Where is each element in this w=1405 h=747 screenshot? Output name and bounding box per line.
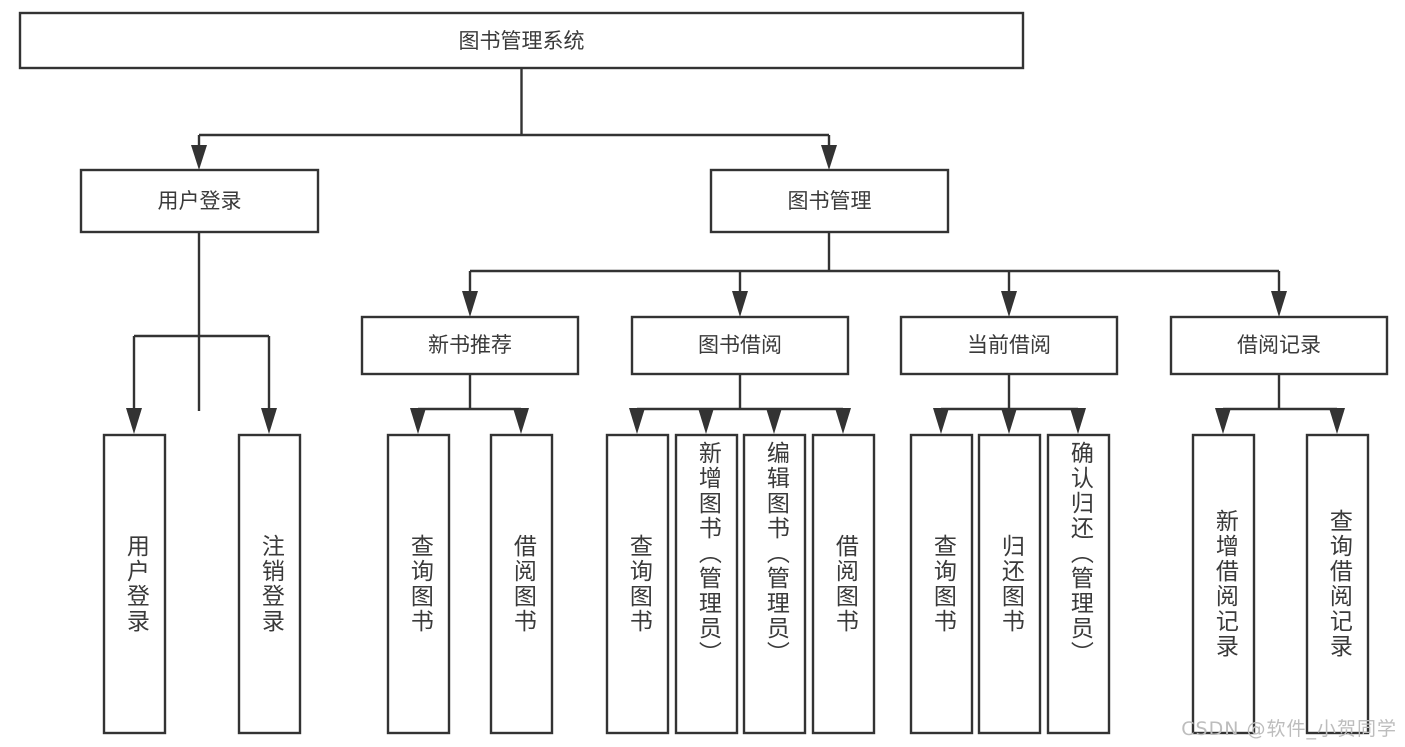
node-leaf-query-book-1-box[interactable] bbox=[386, 433, 451, 735]
node-leaf-edit-book-box[interactable] bbox=[742, 433, 807, 735]
node-leaf-user-logout-box[interactable] bbox=[237, 433, 302, 735]
node-new-book-recommend-box[interactable] bbox=[360, 315, 580, 376]
node-book-borrow-box[interactable] bbox=[630, 315, 850, 376]
arrowhead-leaf-borrow-book-1 bbox=[513, 408, 529, 434]
node-leaf-confirm-return-box[interactable] bbox=[1046, 433, 1111, 735]
arrowhead-leaf-query-record bbox=[1329, 408, 1345, 434]
node-user-login[interactable]: 用户登录 bbox=[79, 168, 320, 234]
connector-group bbox=[126, 68, 1345, 434]
node-root[interactable]: 图书管理系统 bbox=[18, 11, 1025, 70]
node-leaf-query-book-2-box[interactable] bbox=[605, 433, 670, 735]
node-book-manage-box[interactable] bbox=[709, 168, 950, 234]
arrowhead-leaf-add-record bbox=[1215, 408, 1231, 434]
node-user-login-box[interactable] bbox=[79, 168, 320, 234]
node-book-borrow-label: 图书借阅 bbox=[698, 333, 782, 357]
node-leaf-return-book-box[interactable] bbox=[977, 433, 1042, 735]
node-new-book-recommend-label: 新书推荐 bbox=[428, 333, 512, 357]
node-current-borrow-box[interactable] bbox=[899, 315, 1119, 376]
node-root-box[interactable] bbox=[18, 11, 1025, 70]
node-leaf-add-book-box[interactable] bbox=[674, 433, 739, 735]
arrowhead-leaf-edit-book bbox=[766, 408, 782, 434]
node-book-manage[interactable]: 图书管理 bbox=[709, 168, 950, 234]
arrowhead-new-book-recommend bbox=[462, 291, 478, 317]
node-user-login-label: 用户登录 bbox=[158, 189, 242, 213]
arrowhead-borrow-record bbox=[1271, 291, 1287, 317]
arrowhead-leaf-add-book bbox=[698, 408, 714, 434]
node-book-borrow[interactable]: 图书借阅 bbox=[630, 315, 850, 376]
node-leaf-borrow-book-2-box[interactable] bbox=[811, 433, 876, 735]
node-leaf-borrow-book-1-box[interactable] bbox=[489, 433, 554, 735]
node-borrow-record[interactable]: 借阅记录 bbox=[1169, 315, 1389, 376]
arrowhead-leaf-user-login bbox=[126, 408, 142, 434]
node-leaf-user-login-box[interactable] bbox=[102, 433, 167, 735]
arrowhead-leaf-return-book bbox=[1001, 408, 1017, 434]
node-new-book-recommend[interactable]: 新书推荐 bbox=[360, 315, 580, 376]
arrowhead-leaf-query-book-3 bbox=[933, 408, 949, 434]
leaf-box-group bbox=[102, 433, 1370, 735]
node-current-borrow[interactable]: 当前借阅 bbox=[899, 315, 1119, 376]
node-book-manage-label: 图书管理 bbox=[788, 189, 872, 213]
node-leaf-query-record-box[interactable] bbox=[1305, 433, 1370, 735]
arrowhead-user-login bbox=[191, 145, 207, 170]
arrowhead-book-manage bbox=[821, 145, 837, 170]
arrowhead-current-borrow bbox=[1001, 291, 1017, 317]
arrowhead-leaf-borrow-book-2 bbox=[835, 408, 851, 434]
node-root-label: 图书管理系统 bbox=[459, 29, 585, 53]
arrowhead-book-borrow bbox=[732, 291, 748, 317]
node-current-borrow-label: 当前借阅 bbox=[967, 333, 1051, 357]
node-leaf-query-book-3-box[interactable] bbox=[909, 433, 974, 735]
arrowhead-leaf-confirm-return bbox=[1070, 408, 1086, 434]
node-borrow-record-label: 借阅记录 bbox=[1237, 333, 1321, 357]
arrowhead-leaf-user-logout bbox=[261, 408, 277, 434]
node-borrow-record-box[interactable] bbox=[1169, 315, 1389, 376]
arrowhead-leaf-query-book-2 bbox=[629, 408, 645, 434]
node-leaf-add-record-box[interactable] bbox=[1191, 433, 1256, 735]
arrowhead-leaf-query-book-1 bbox=[410, 408, 426, 434]
